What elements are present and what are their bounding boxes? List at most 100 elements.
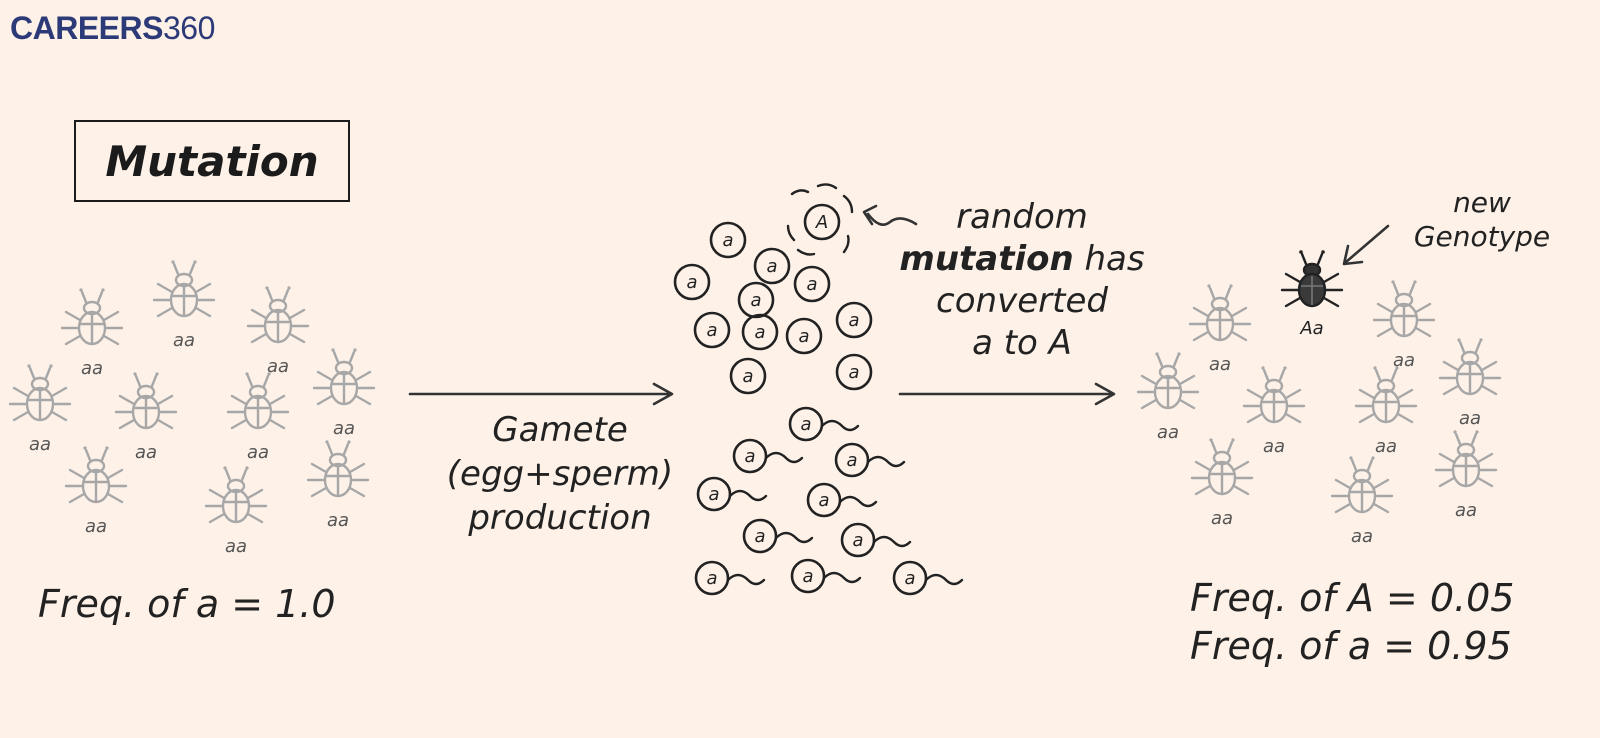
- svg-text:aa: aa: [1455, 500, 1477, 521]
- random-mutation-label: random mutation has converted a to A: [872, 196, 1172, 364]
- svg-text:a: a: [722, 230, 733, 251]
- sperm-cell: a: [834, 442, 906, 478]
- bug-icon: aa: [1190, 437, 1254, 529]
- arrow-to-new-population: [898, 382, 1116, 406]
- svg-text:aa: aa: [327, 510, 349, 531]
- bug-icon: aa: [1354, 365, 1418, 457]
- svg-text:aa: aa: [1351, 526, 1373, 547]
- svg-text:aa: aa: [1209, 354, 1231, 375]
- bug-icon: aa: [1188, 283, 1252, 375]
- svg-text:a: a: [846, 450, 857, 471]
- mutated-egg-cell: A: [786, 183, 854, 256]
- freq-right-a-label: Freq. of a = 0.95: [1190, 624, 1512, 668]
- sperm-cells: a a a a a a a a a a: [694, 406, 964, 596]
- svg-text:a: a: [798, 326, 809, 347]
- egg-cell: a: [741, 313, 779, 351]
- svg-text:a: a: [848, 362, 859, 383]
- left-population: aa aa aa aa aa aa aa aa aa aa: [8, 259, 376, 557]
- mutation-pointer-arrow: [862, 204, 918, 226]
- svg-text:a: a: [686, 272, 697, 293]
- svg-text:a: a: [706, 568, 717, 589]
- svg-text:aa: aa: [225, 536, 247, 557]
- egg-cell: a: [835, 301, 873, 339]
- mutation-label-rest: has: [1073, 239, 1145, 279]
- bug-icon: aa: [204, 465, 268, 557]
- svg-text:a: a: [754, 526, 765, 547]
- svg-text:aa: aa: [267, 356, 289, 377]
- svg-text:aa: aa: [1157, 422, 1179, 443]
- mutation-label-line: random: [956, 197, 1088, 237]
- sperm-cell: a: [840, 522, 912, 558]
- gamete-label-line: production: [468, 498, 652, 538]
- sperm-cell: a: [788, 406, 860, 442]
- svg-text:a: a: [802, 566, 813, 587]
- logo-part-careers: CAREERS: [10, 10, 163, 46]
- svg-text:A: A: [815, 212, 828, 233]
- bug-icon: aa: [152, 259, 216, 351]
- logo-part-360: 360: [162, 10, 215, 46]
- bug-icon: aa: [64, 445, 128, 537]
- egg-cell: a: [785, 317, 823, 355]
- svg-text:a: a: [742, 366, 753, 387]
- sperm-cell: a: [694, 560, 766, 596]
- bug-icon: aa: [1438, 337, 1502, 429]
- sperm-cell: a: [732, 438, 804, 474]
- svg-text:a: a: [750, 290, 761, 311]
- sperm-cell: a: [806, 482, 878, 518]
- mutation-label-line: converted: [936, 281, 1108, 321]
- egg-cell: a: [693, 311, 731, 349]
- svg-text:aa: aa: [29, 434, 51, 455]
- svg-text:aa: aa: [247, 442, 269, 463]
- egg-cell: a: [753, 247, 791, 285]
- right-population: Aa aa aa aa aa aa aa aa aa aa: [1136, 248, 1502, 547]
- bug-icon: aa: [1136, 351, 1200, 443]
- sperm-cell: a: [892, 560, 964, 596]
- svg-text:a: a: [806, 274, 817, 295]
- new-genotype-label: new Genotype: [1392, 186, 1572, 254]
- egg-cells: a a a a a a a a a a a A: [673, 183, 873, 395]
- bug-icon: aa: [312, 347, 376, 439]
- bug-icon: aa: [1434, 429, 1498, 521]
- bug-icon: aa: [60, 287, 124, 379]
- svg-text:a: a: [800, 414, 811, 435]
- svg-text:a: a: [904, 568, 915, 589]
- freq-left-label: Freq. of a = 1.0: [38, 582, 336, 626]
- egg-cell: a: [737, 281, 775, 319]
- svg-text:a: a: [852, 530, 863, 551]
- svg-text:aa: aa: [1263, 436, 1285, 457]
- svg-text:a: a: [754, 322, 765, 343]
- freq-right-A-label: Freq. of A = 0.05: [1190, 576, 1515, 620]
- svg-text:aa: aa: [1393, 350, 1415, 371]
- svg-text:aa: aa: [135, 442, 157, 463]
- new-genotype-pointer-arrow: [1342, 224, 1390, 266]
- bug-icon: aa: [1372, 279, 1436, 371]
- svg-text:a: a: [766, 256, 777, 277]
- mutant-bug-icon: Aa: [1280, 248, 1344, 339]
- egg-cell: a: [793, 265, 831, 303]
- new-genotype-line: new: [1453, 186, 1511, 219]
- svg-text:aa: aa: [1459, 408, 1481, 429]
- svg-text:aa: aa: [85, 516, 107, 537]
- svg-text:a: a: [818, 490, 829, 511]
- bug-icon: aa: [1242, 365, 1306, 457]
- bug-icon: aa: [1330, 455, 1394, 547]
- bug-icon: aa: [114, 371, 178, 463]
- mutation-label-line: mutation has: [872, 238, 1172, 280]
- careers360-logo[interactable]: CAREERS360: [10, 8, 215, 48]
- svg-text:aa: aa: [173, 330, 195, 351]
- bug-icon: aa: [306, 439, 370, 531]
- egg-cell: a: [729, 357, 767, 395]
- gamete-label-line: Gamete: [492, 410, 628, 450]
- sperm-cell: a: [790, 558, 862, 594]
- mutation-label-line: a to A: [972, 323, 1072, 363]
- arrow-to-gametes: [408, 382, 674, 406]
- svg-text:aa: aa: [333, 418, 355, 439]
- svg-text:a: a: [848, 310, 859, 331]
- diagram-title: Mutation: [105, 136, 319, 186]
- svg-text:Aa: Aa: [1299, 318, 1323, 339]
- bug-icon: aa: [246, 285, 310, 377]
- title-box: Mutation: [74, 120, 350, 202]
- new-genotype-line: Genotype: [1413, 220, 1551, 253]
